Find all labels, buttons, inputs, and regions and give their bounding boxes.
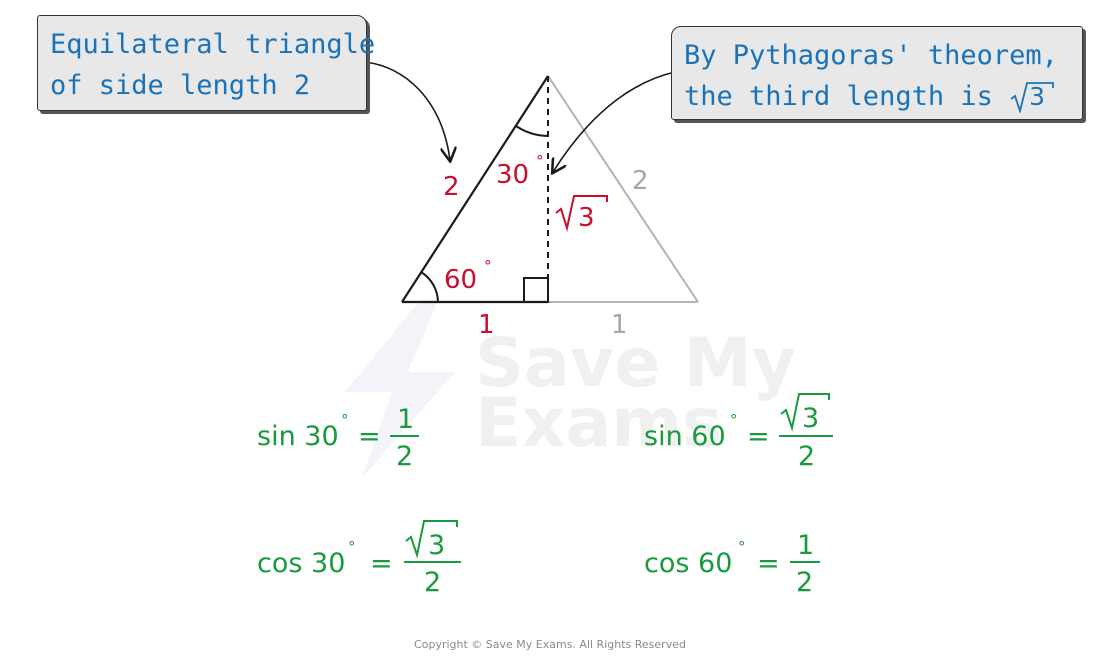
side-length-callout-line2: of side length 2 — [50, 70, 311, 101]
angle-arc-30 — [515, 125, 549, 137]
left-side-label: 2 — [443, 172, 460, 202]
right-angle-marker — [523, 277, 549, 303]
left-callout-arrow — [356, 57, 451, 161]
cos60-lhs: cos 60 — [644, 548, 732, 579]
sin60-lhs: sin 60 — [644, 421, 726, 452]
pythagoras-callout-line1: By Pythagoras' theorem, — [684, 40, 1058, 71]
sin60-radicand: 3 — [802, 403, 819, 434]
sin30-degree: ° — [341, 411, 349, 429]
sin60-denominator: 2 — [798, 441, 815, 472]
sin30-numerator: 1 — [397, 404, 414, 435]
equation-sin60: sin 60 ° = 3 2 — [644, 393, 833, 472]
bottom-angle-value: 60 — [444, 265, 477, 295]
cos30-radicand: 3 — [428, 530, 445, 561]
equation-cos60: cos 60 ° = 1 2 — [644, 530, 820, 598]
sin60-equals: = — [747, 421, 770, 452]
triangle-grey-half — [547, 75, 699, 303]
height-radical-sign — [555, 195, 608, 232]
pythagoras-callout: By Pythagoras' theorem, the third length… — [671, 26, 1083, 120]
watermark: Save My Exams — [345, 300, 796, 478]
bottom-angle-label: 60 ° — [444, 257, 492, 295]
right-triangle — [401, 75, 549, 304]
height-radicand: 3 — [578, 203, 595, 233]
equation-sin30: sin 30 ° = 1 2 — [257, 404, 419, 472]
equation-cos30: cos 30 ° = 3 2 — [257, 520, 461, 598]
right-side-label: 2 — [632, 166, 649, 196]
side-length-callout-line1: Equilateral triangle — [50, 29, 376, 60]
sin60-radical-sign — [780, 393, 830, 432]
top-angle-value: 30 — [496, 160, 529, 190]
cos60-degree: ° — [738, 538, 746, 556]
watermark-line2: Exams — [475, 384, 723, 463]
pythagoras-callout-sqrt: 3 — [1009, 81, 1055, 113]
side-length-callout: Equilateral triangle of side length 2 — [37, 15, 376, 111]
cos30-degree: ° — [348, 538, 356, 556]
right-callout-arrow — [553, 66, 683, 173]
watermark-line1: Save My — [475, 324, 796, 403]
copyright-notice: Copyright © Save My Exams. All Rights Re… — [414, 638, 686, 651]
sin30-equals: = — [358, 421, 381, 452]
top-angle-degree: ° — [536, 152, 544, 170]
watermark-logo-icon — [345, 300, 455, 478]
pythagoras-callout-radicand: 3 — [1029, 82, 1046, 111]
cos30-equals: = — [370, 548, 393, 579]
cos30-radical-sign — [405, 520, 458, 559]
cos60-denominator: 2 — [796, 567, 813, 598]
callout-radical-sign-icon — [1010, 82, 1055, 113]
sin30-denominator: 2 — [396, 441, 413, 472]
cos60-equals: = — [757, 548, 780, 579]
sin30-lhs: sin 30 — [257, 421, 339, 452]
sin60-degree: ° — [730, 411, 738, 429]
base-right-label: 1 — [611, 310, 628, 340]
bottom-angle-degree: ° — [484, 257, 492, 275]
cos60-numerator: 1 — [797, 530, 814, 561]
angle-arc-60 — [420, 271, 439, 303]
base-left-label: 1 — [478, 310, 495, 340]
top-angle-label: 30 ° — [496, 152, 544, 190]
cos30-lhs: cos 30 — [257, 548, 345, 579]
pythagoras-callout-line2: the third length is 3 — [684, 76, 1072, 117]
cos30-denominator: 2 — [424, 567, 441, 598]
height-label: 3 — [555, 195, 608, 233]
pythagoras-callout-line2-text: the third length is — [684, 81, 993, 112]
